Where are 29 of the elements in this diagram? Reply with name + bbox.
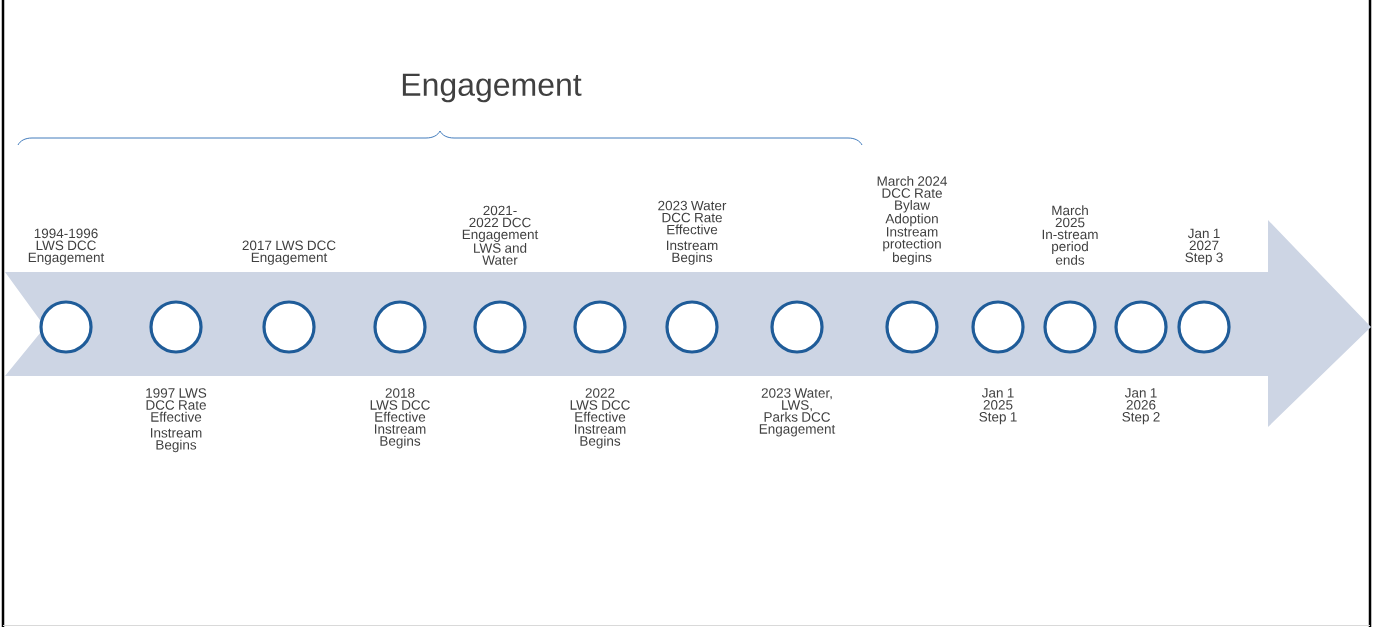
milestone-label: 1994-1996 LWS DCC Engagement: [28, 228, 105, 265]
milestone-label: Instream Begins: [151, 428, 202, 453]
milestone-circle: [1043, 300, 1097, 354]
milestone-label: Jan 1 2025 Step 1: [979, 388, 1017, 425]
milestone-circle: [573, 300, 627, 354]
milestone-label: 2017 LWS DCC Engagement: [242, 240, 336, 265]
milestone-label: March 2025 In-stream period ends: [1042, 205, 1098, 265]
milestone-circle: [770, 300, 824, 354]
milestone-circle: [665, 300, 719, 354]
milestone-circle: [149, 300, 203, 354]
milestone-label: 2022 LWS DCC Effective Instream Begins: [570, 388, 630, 449]
milestone-label: 2023 Water, LWS, Parks DCC Engagement: [759, 388, 836, 437]
milestone-circle: [971, 300, 1025, 354]
milestone-label: 2021-2022 DCC Engagement LWS and Water: [462, 205, 539, 265]
milestone-circle: [1177, 300, 1231, 354]
milestone-circle: [885, 300, 939, 354]
milestone-label: 2023 Water DCC Rate Effective: [658, 200, 727, 235]
milestone-label: 2018 LWS DCC Effective Instream Begins: [370, 388, 430, 449]
milestone-circle: [1114, 300, 1168, 354]
milestone-label: Jan 1 2026 Step 2: [1122, 388, 1160, 425]
milestone-circle: [373, 300, 427, 354]
milestone-circle: [262, 300, 316, 354]
bracket-label: Engagement: [402, 73, 582, 103]
milestone-label: 1997 LWS DCC Rate Effective: [146, 388, 207, 422]
milestone-label: Jan 1 2027 Step 3: [1185, 228, 1223, 265]
milestone-circle: [473, 300, 527, 354]
milestone-label: March 2024 DCC Rate Bylaw Adoption Instream protection begins: [877, 175, 948, 265]
milestone-circle: [39, 300, 93, 354]
milestone-label: Instream Begins: [667, 240, 718, 265]
